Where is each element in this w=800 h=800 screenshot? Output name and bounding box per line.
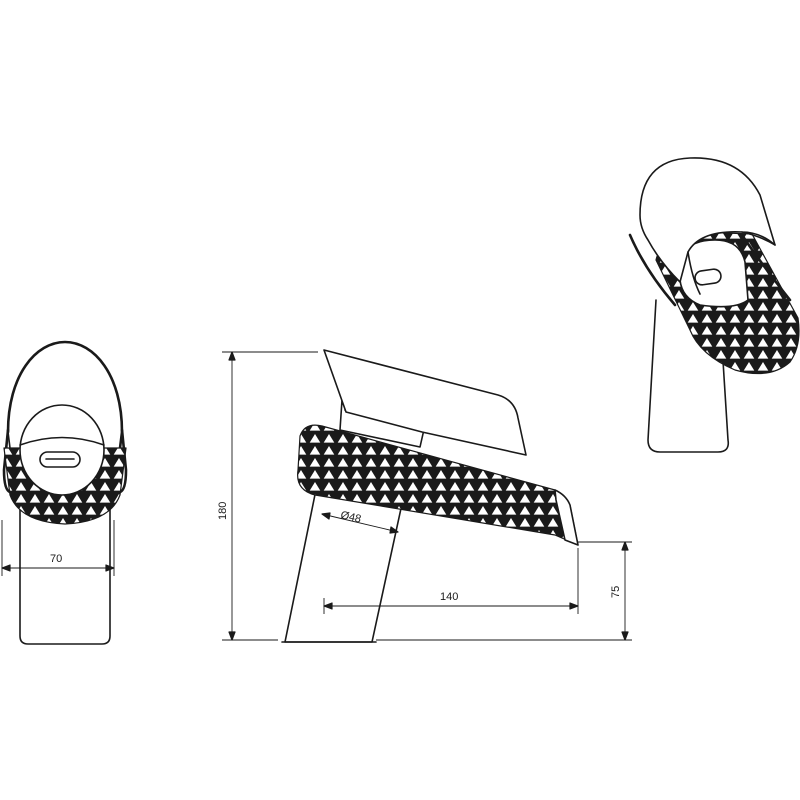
dim-spout-height-label: 75: [610, 586, 622, 598]
front-handle-outline: [6, 340, 124, 450]
front-view: 70: [1, 340, 128, 645]
dim-height-label: 180: [217, 502, 229, 520]
perspective-body: [647, 299, 730, 453]
perspective-handle: [639, 157, 776, 283]
side-view: 180 Ø48 140 75: [217, 349, 632, 643]
dim-diameter-label: Ø48: [339, 509, 362, 525]
side-patterned-spout: [297, 424, 579, 546]
perspective-view: [628, 157, 800, 453]
dim-reach-label: 140: [440, 591, 458, 603]
dim-width-label: 70: [50, 553, 62, 565]
side-lever: [323, 349, 527, 456]
